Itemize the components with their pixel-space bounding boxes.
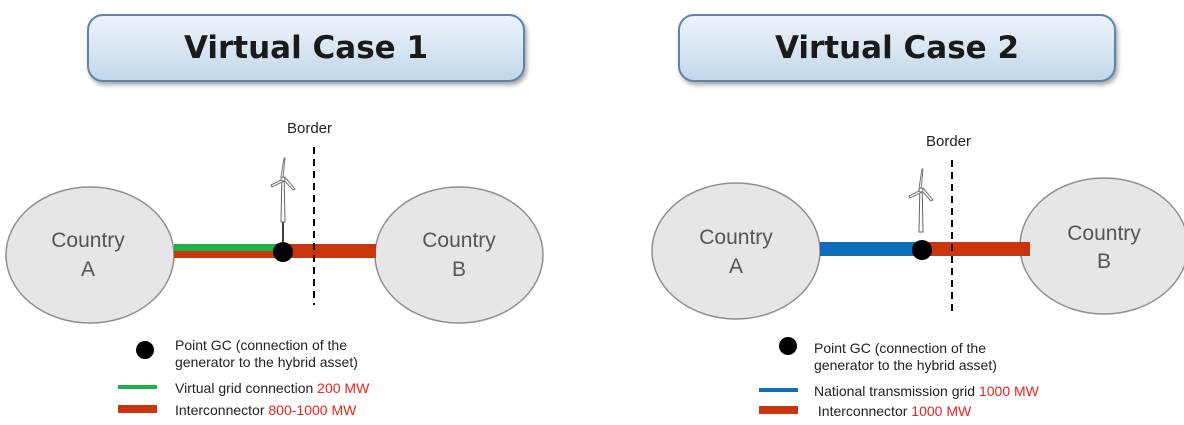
case-2-title: Virtual Case 2: [678, 14, 1116, 82]
legend-national-grid-label: National transmission grid: [814, 383, 976, 399]
legend-national-grid-value: 1000 MW: [978, 383, 1039, 399]
legend-interconnector-text: Interconnector 800-1000 MW: [175, 402, 356, 418]
country-a-label-line2: A: [81, 258, 95, 281]
connection-point-gc: [273, 242, 293, 262]
legend-point-gc-line1: Point GC (connection of the: [175, 337, 347, 353]
legend-virtual-grid-value: 200 MW: [317, 380, 370, 396]
interconnector-line-lower: [174, 251, 282, 258]
case-2-diagram: Country A Country B Border: [651, 133, 1184, 320]
legend-point-gc-line2: generator to the hybrid asset): [175, 354, 358, 370]
case-1-legend: Point GC (connection of the generator to…: [118, 337, 369, 418]
country-a-label-line2: A: [729, 255, 743, 278]
legend-point-gc-icon: [136, 341, 154, 359]
legend-virtual-grid-text: Virtual grid connection 200 MW: [175, 380, 369, 396]
legend-interconnector-value: 800-1000 MW: [268, 402, 357, 418]
wind-turbine-icon: [908, 168, 934, 233]
country-a-label-line1: Country: [51, 229, 125, 252]
legend-virtual-grid-swatch: [118, 385, 157, 389]
wind-turbine-icon: [270, 157, 296, 250]
legend-national-grid-text: National transmission grid 1000 MW: [814, 383, 1039, 399]
virtual-grid-connection-line: [174, 244, 282, 251]
connection-point-gc: [912, 240, 932, 260]
legend-virtual-grid-label: Virtual grid connection: [175, 380, 314, 396]
country-b-label-line1: Country: [1067, 222, 1141, 245]
legend-interconnector-swatch: [759, 406, 798, 414]
case-2-legend: Point GC (connection of the generator to…: [592, 0, 1184, 425]
case-1-title: Virtual Case 1: [87, 14, 525, 82]
legend-interconnector-swatch: [118, 405, 157, 413]
interconnector-line: [924, 242, 1030, 256]
interconnector-line: [282, 244, 376, 258]
border-label: Border: [926, 133, 971, 150]
legend-point-gc-icon: [779, 337, 797, 355]
border-label: Border: [287, 120, 332, 137]
legend-point-gc-line1: Point GC (connection of the: [814, 340, 986, 356]
legend-interconnector-label: Interconnector: [175, 402, 265, 418]
legend-interconnector-value: 1000 MW: [911, 403, 972, 419]
legend-point-gc-line2: generator to the hybrid asset): [814, 357, 997, 373]
country-b-label-line2: B: [1097, 250, 1111, 273]
country-b-label-line1: Country: [422, 229, 496, 252]
virtual-case-2-panel: Virtual Case 2 Country A Country B Borde…: [592, 0, 1184, 425]
case-1-diagram: Country A Country B Border: [5, 120, 544, 324]
legend-interconnector-text: Interconnector 1000 MW: [814, 403, 971, 419]
virtual-case-1-panel: Virtual Case 1 Country A Country B Borde…: [5, 14, 544, 418]
national-transmission-grid-line: [820, 242, 924, 256]
legend-national-grid-swatch: [759, 388, 798, 392]
country-a-label-line1: Country: [699, 226, 773, 249]
country-b-label-line2: B: [452, 258, 466, 281]
legend-interconnector-label: Interconnector: [814, 403, 908, 419]
